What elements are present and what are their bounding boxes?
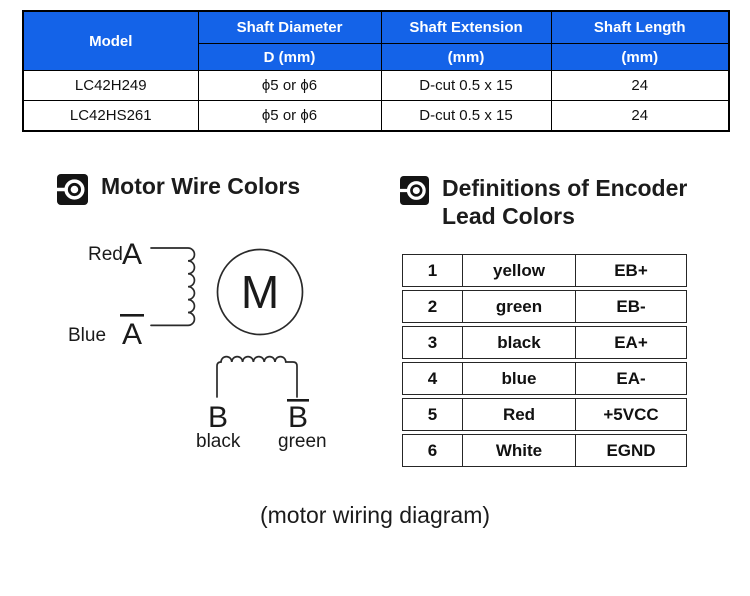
bullseye-target-icon bbox=[400, 176, 429, 211]
encoder-title-line2: Lead Colors bbox=[442, 203, 575, 229]
motor-wire-colors-heading: Motor Wire Colors bbox=[57, 172, 300, 211]
wire-color-black-label: black bbox=[196, 431, 241, 452]
encoder-pin: 4 bbox=[403, 363, 463, 394]
encoder-pin: 3 bbox=[403, 327, 463, 358]
diagram-caption: (motor wiring diagram) bbox=[259, 502, 491, 528]
spec-cell-shaft-diameter: ϕ5 or ϕ6 bbox=[197, 70, 382, 101]
encoder-table-row: 2 green EB- bbox=[402, 290, 687, 323]
spec-cell-shaft-length: 24 bbox=[550, 70, 730, 101]
spec-header-shaft-diameter: Shaft Diameter bbox=[197, 10, 382, 44]
spec-table: Model Shaft Diameter Shaft Extension Sha… bbox=[22, 10, 730, 132]
encoder-pin: 6 bbox=[403, 435, 463, 466]
terminal-b-label: B bbox=[208, 401, 228, 434]
encoder-lead-colors-heading: Definitions of Encoder Lead Colors bbox=[400, 174, 687, 230]
encoder-signal: EA+ bbox=[614, 332, 648, 352]
encoder-wire-color: green bbox=[463, 291, 576, 322]
encoder-lead-colors-title: Definitions of Encoder Lead Colors bbox=[442, 174, 687, 230]
spec-header-model: Model bbox=[22, 10, 199, 71]
motor-wire-colors-title: Motor Wire Colors bbox=[101, 173, 301, 199]
spec-table-row: LC42HS261 ϕ5 or ϕ6 D-cut 0.5 x 15 24 bbox=[22, 100, 730, 132]
encoder-title-line1: Definitions of Encoder bbox=[442, 175, 688, 201]
encoder-table-row: 1 yellow EB+ bbox=[402, 254, 687, 287]
encoder-wire-color: yellow bbox=[463, 255, 576, 286]
encoder-wire-color: black bbox=[463, 327, 576, 358]
motor-circle bbox=[216, 248, 304, 336]
terminal-a-label: A bbox=[122, 238, 142, 271]
encoder-wire-color: blue bbox=[463, 363, 576, 394]
encoder-table-row: 6 White EGND bbox=[402, 434, 687, 467]
encoder-table-row: 3 black EA+ bbox=[402, 326, 687, 359]
phase-b-winding-wire bbox=[216, 355, 298, 398]
bullseye-target-icon bbox=[57, 174, 88, 211]
encoder-pin: 5 bbox=[403, 399, 463, 430]
motor-wiring-diagram: M Red A Blue A B B black green bbox=[68, 238, 327, 452]
terminal-b-bar-label: B bbox=[288, 401, 308, 434]
motor-symbol: M bbox=[241, 266, 279, 318]
encoder-signal: +5VCC bbox=[603, 404, 659, 424]
wire-color-green-label: green bbox=[278, 431, 327, 452]
spec-header-shaft-length: Shaft Length bbox=[550, 10, 730, 44]
terminal-b-bar-overline bbox=[287, 399, 309, 402]
encoder-signal: EA- bbox=[616, 368, 646, 388]
encoder-table-row: 4 blue EA- bbox=[402, 362, 687, 395]
encoder-lead-table: 1 yellow EB+ 2 green EB- 3 black EA+ 4 b… bbox=[402, 254, 687, 470]
encoder-wire-color: White bbox=[463, 435, 576, 466]
spec-cell-shaft-extension: D-cut 0.5 x 15 bbox=[380, 70, 552, 101]
spec-cell-shaft-extension: D-cut 0.5 x 15 bbox=[380, 100, 552, 132]
spec-cell-shaft-length: 24 bbox=[550, 100, 730, 132]
encoder-wire-color: Red bbox=[463, 399, 576, 430]
wire-color-blue-label: Blue bbox=[68, 325, 106, 346]
spec-table-row: LC42H249 ϕ5 or ϕ6 D-cut 0.5 x 15 24 bbox=[22, 70, 730, 101]
spec-header-shaft-extension: Shaft Extension bbox=[380, 10, 552, 44]
encoder-signal: EGND bbox=[606, 440, 656, 460]
spec-header-shaft-length-unit: (mm) bbox=[550, 43, 730, 71]
spec-header-shaft-diameter-unit: D (mm) bbox=[197, 43, 382, 71]
encoder-table-row: 5 Red +5VCC bbox=[402, 398, 687, 431]
encoder-pin: 1 bbox=[403, 255, 463, 286]
phase-a-winding-wire bbox=[150, 247, 196, 327]
wire-color-red-label: Red bbox=[88, 244, 123, 265]
encoder-signal: EB+ bbox=[614, 260, 648, 280]
terminal-a-bar-overline bbox=[120, 314, 144, 317]
encoder-pin: 2 bbox=[403, 291, 463, 322]
terminal-a-bar-label: A bbox=[122, 318, 142, 351]
encoder-signal: EB- bbox=[616, 296, 646, 316]
spec-cell-model: LC42HS261 bbox=[22, 100, 199, 132]
spec-cell-model: LC42H249 bbox=[22, 70, 199, 101]
spec-cell-shaft-diameter: ϕ5 or ϕ6 bbox=[197, 100, 382, 132]
spec-header-shaft-extension-unit: (mm) bbox=[380, 43, 552, 71]
